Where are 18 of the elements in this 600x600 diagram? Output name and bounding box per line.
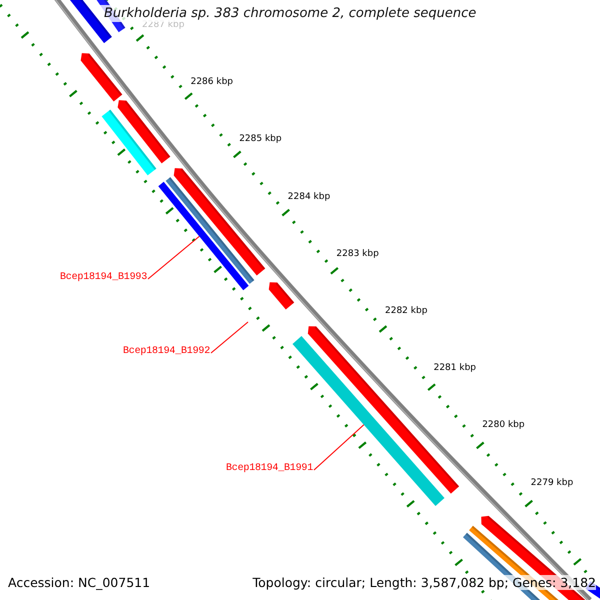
tick-label: 2283 kbp — [336, 248, 379, 259]
tick-label: 2280 kbp — [482, 420, 525, 430]
accession-text: Accession: NC_007511 — [8, 575, 150, 590]
gene-label: Bcep18194_B1991 — [226, 463, 314, 474]
tick-label: 2284 kbp — [288, 192, 330, 202]
tick-label: 2282 kbp — [385, 306, 428, 316]
tick-label: 2281 kbp — [434, 363, 476, 374]
gene-label: Bcep18194_B1992 — [123, 346, 210, 357]
gene-label: Bcep18194_B1993 — [60, 272, 148, 283]
leader-line — [314, 424, 364, 470]
leader-line — [148, 236, 200, 280]
tick-label: 2286 kbp — [190, 77, 233, 88]
tick-label: 2279 kbp — [530, 478, 574, 488]
gene-bar — [158, 182, 249, 290]
sequence-info-text: Topology: circular; Length: 3,587,082 bp; Genes: 3,182 — [252, 575, 596, 590]
tick-label: 2285 kbp — [239, 134, 282, 144]
leader-line — [210, 322, 248, 354]
tick-label: 2287 kbp — [142, 20, 184, 30]
